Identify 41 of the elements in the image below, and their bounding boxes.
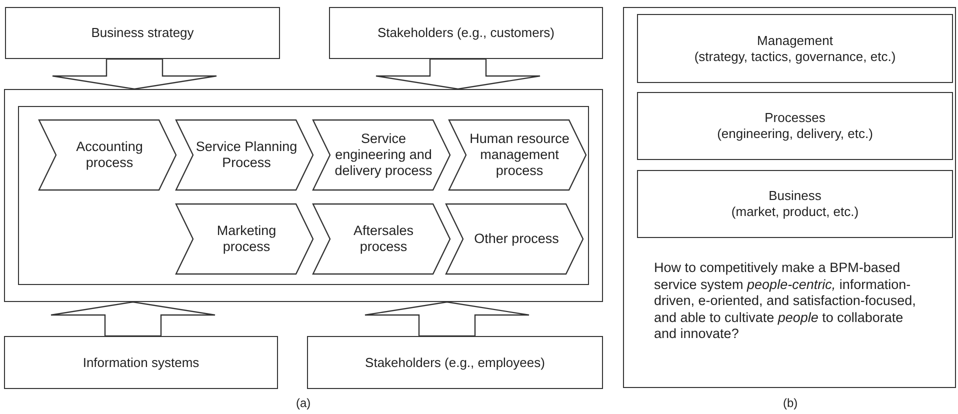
node-title: Service Planning Process bbox=[194, 139, 298, 171]
text-box bbox=[637, 92, 953, 160]
text-box bbox=[4, 336, 278, 389]
process-step bbox=[39, 120, 176, 190]
node-title: Stakeholders (e.g., customers) bbox=[377, 25, 555, 41]
node-subtitle: (market, product, etc.) bbox=[731, 204, 859, 220]
node-title: Human resource management process bbox=[468, 131, 570, 179]
node-subtitle: (strategy, tactics, governance, etc.) bbox=[694, 48, 896, 64]
node-title: Accounting process bbox=[75, 139, 144, 171]
process-step bbox=[449, 120, 586, 190]
block-arrow bbox=[52, 58, 218, 90]
panel-caption: (a) bbox=[296, 396, 311, 410]
node-subtitle: (engineering, delivery, etc.) bbox=[717, 126, 873, 142]
node-title: Other process bbox=[473, 231, 560, 247]
panel-caption: (b) bbox=[783, 396, 798, 410]
node-title: Aftersales process bbox=[352, 223, 415, 255]
block-arrow bbox=[50, 301, 216, 337]
node-title: Management bbox=[757, 32, 833, 48]
node-title: Business strategy bbox=[91, 25, 194, 41]
text-box bbox=[637, 170, 953, 238]
process-step bbox=[313, 120, 450, 190]
process-step bbox=[446, 204, 583, 274]
node-title: Information systems bbox=[82, 354, 200, 370]
node-title: Business bbox=[768, 188, 822, 204]
node-title: Service engineering and delivery process bbox=[334, 131, 434, 179]
container-box bbox=[18, 106, 589, 285]
text-box bbox=[637, 14, 953, 83]
process-step bbox=[176, 204, 313, 274]
block-arrow bbox=[375, 58, 541, 90]
text-box bbox=[307, 336, 603, 389]
node-title: Stakeholders (e.g., employees) bbox=[365, 354, 545, 370]
process-step bbox=[313, 204, 450, 274]
node-title: Processes bbox=[764, 110, 826, 126]
question-text: How to competitively make a BPM-based service system people-centric, information-driven, e-oriented, and satisfaction-focused, and able to cultivate people to collaborate and innovate? bbox=[654, 260, 916, 342]
text-box bbox=[329, 7, 603, 59]
text-box bbox=[5, 7, 280, 59]
panel-frame bbox=[623, 7, 956, 388]
node-title: Marketing process bbox=[216, 223, 278, 255]
process-step bbox=[176, 120, 313, 190]
block-arrow bbox=[364, 301, 530, 337]
container-box bbox=[4, 89, 603, 302]
